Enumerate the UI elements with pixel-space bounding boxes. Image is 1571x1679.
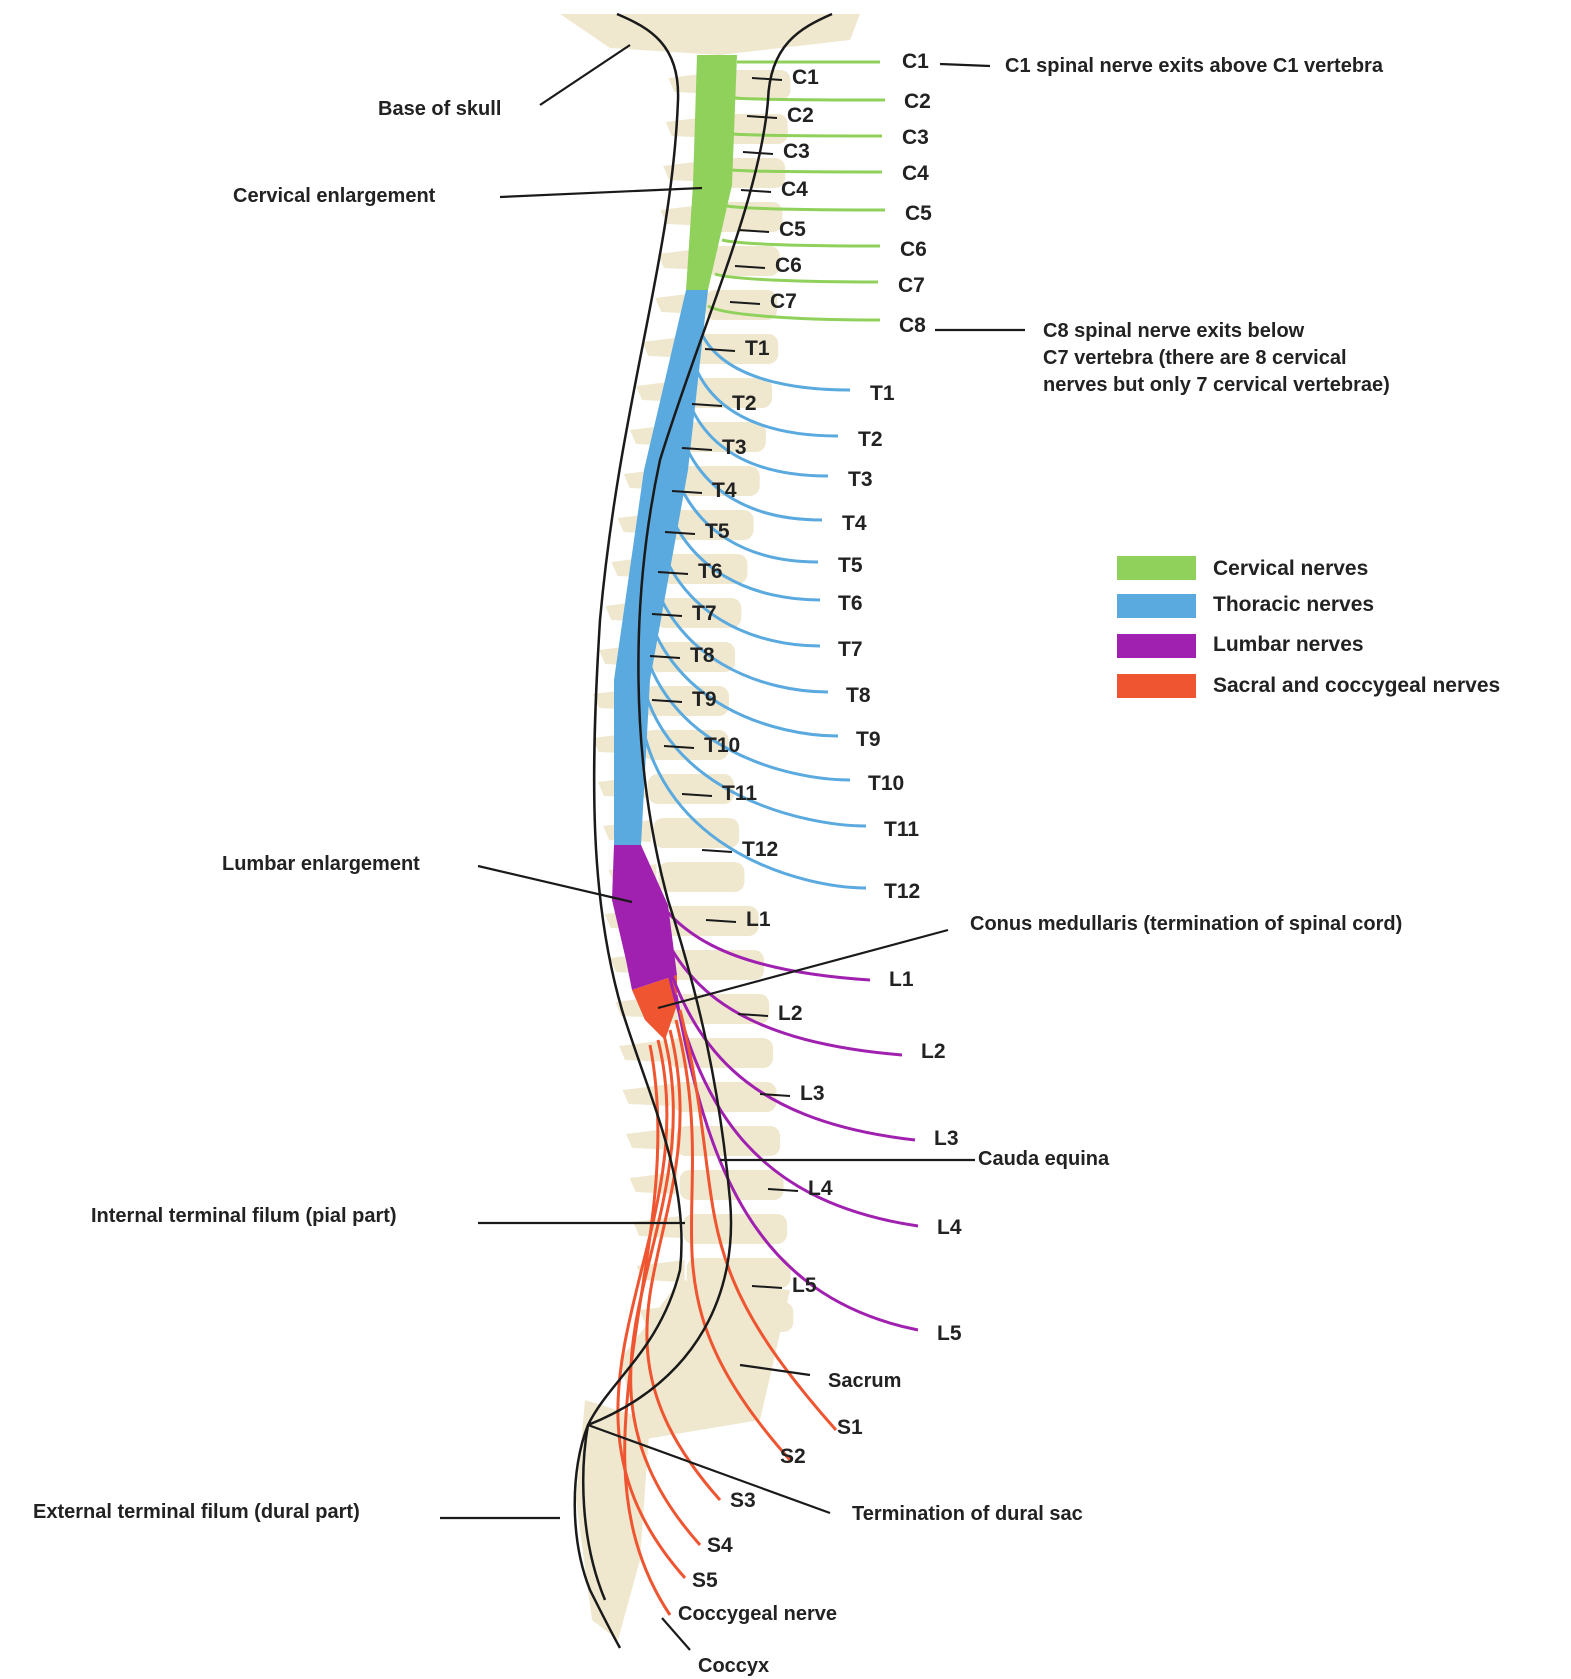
vertebra-tick	[702, 850, 732, 852]
legend-swatch-sacral	[1117, 674, 1196, 698]
vertebra-label-t8: T8	[690, 644, 715, 667]
nerve-c5-cervical	[727, 206, 885, 210]
cauda-equina-label: Cauda equina	[978, 1148, 1110, 1170]
vertebra-label-c5: C5	[779, 218, 806, 241]
skull-base	[560, 14, 860, 55]
nerve-label-t6: T6	[838, 592, 863, 615]
vertebra-label-l5: L5	[792, 1274, 817, 1297]
vertebra-label-t2: T2	[732, 392, 757, 415]
nerve-label-l1: L1	[889, 968, 914, 991]
nerve-label-t5: T5	[838, 554, 863, 577]
vertebra-tick	[743, 152, 773, 154]
nerve-label-c4: C4	[902, 162, 929, 185]
legend-swatch-lumbar	[1117, 634, 1196, 658]
c8-note-line-1: C8 spinal nerve exits below	[1043, 320, 1305, 342]
nerve-label-l5: L5	[937, 1322, 962, 1345]
vertebra-label-t11: T11	[722, 782, 757, 805]
legend-label-sacral: Sacral and coccygeal nerves	[1213, 674, 1500, 697]
nerve-label-l3: L3	[934, 1127, 959, 1150]
vertebra-label-l4: L4	[808, 1177, 833, 1200]
nerve-c4-cervical	[731, 170, 882, 172]
leader-c1-note	[940, 64, 990, 66]
c8-note-line-2: C7 vertebra (there are 8 cervical	[1043, 347, 1347, 369]
nerve-label-t12: T12	[884, 880, 920, 903]
conus-medullaris-label: Conus medullaris (termination of spinal …	[970, 913, 1402, 935]
nerve-label-t1: T1	[870, 382, 895, 405]
vertebral-body	[708, 246, 780, 276]
nerve-label-s1: S1	[837, 1416, 863, 1439]
internal-filum-label: Internal terminal filum (pial part)	[91, 1205, 397, 1227]
vertebra-label-t5: T5	[705, 520, 730, 543]
nerve-label-c6: C6	[900, 238, 927, 261]
sacrum-bone	[620, 1280, 790, 1440]
vertebra-label-t12: T12	[742, 838, 778, 861]
nerve-label-c8: C8	[899, 314, 926, 337]
nerve-label-c5: C5	[905, 202, 932, 225]
vertebra-label-t3: T3	[722, 436, 747, 459]
legend: Cervical nerves Thoracic nerves Lumbar n…	[1117, 556, 1500, 698]
vertebra-label-c4: C4	[781, 178, 808, 201]
vertebra-label-t6: T6	[698, 560, 723, 583]
leader-lumbar-enlargement	[478, 866, 632, 902]
nerve-label-t3: T3	[848, 468, 873, 491]
nerve-label-c1: C1	[902, 50, 929, 73]
vertebral-process	[623, 1084, 671, 1106]
nerve-label-s4: S4	[707, 1534, 733, 1557]
nerve-label-t9: T9	[856, 728, 881, 751]
vertebra-label-c7: C7	[770, 290, 797, 313]
sacrum-label: Sacrum	[828, 1370, 901, 1392]
nerve-label-l2: L2	[921, 1040, 946, 1063]
nerve-label-c3: C3	[902, 126, 929, 149]
legend-label-lumbar: Lumbar nerves	[1213, 633, 1364, 656]
legend-swatch-thoracic	[1117, 594, 1196, 618]
nerve-label-s3: S3	[730, 1489, 756, 1512]
nerve-label-t7: T7	[838, 638, 863, 661]
vertebra-label-l1: L1	[746, 908, 771, 931]
external-filum-label: External terminal filum (dural part)	[33, 1501, 360, 1523]
nerve-label-l4: L4	[937, 1216, 962, 1239]
nerve-label-c2: C2	[904, 90, 931, 113]
nerve-label-s5: S5	[692, 1569, 718, 1592]
coccygeal-nerve-label: Coccygeal nerve	[678, 1603, 837, 1625]
vertebral-body	[683, 1214, 787, 1244]
leader-base-of-skull	[540, 45, 630, 105]
vertebra-label-t1: T1	[745, 337, 770, 360]
nerve-label-t2: T2	[858, 428, 883, 451]
vertebra-label-l2: L2	[778, 1002, 803, 1025]
vertebra-label-l3: L3	[800, 1082, 825, 1105]
coccyx-label: Coccyx	[698, 1655, 769, 1677]
vertebra-label-c6: C6	[775, 254, 802, 277]
legend-swatch-cervical	[1117, 556, 1196, 580]
lumbar-enlargement-label: Lumbar enlargement	[222, 853, 420, 875]
nerve-c2-cervical	[735, 98, 885, 100]
c8-note-line-3: nerves but only 7 cervical vertebrae)	[1043, 374, 1390, 396]
nerve-label-c7: C7	[898, 274, 925, 297]
nerve-label-t4: T4	[842, 512, 867, 535]
nerve-c3-cervical	[733, 134, 882, 136]
termination-dural-sac-label: Termination of dural sac	[852, 1503, 1083, 1525]
c1-note-label: C1 spinal nerve exits above C1 vertebra	[1005, 55, 1384, 77]
nerve-label-t10: T10	[868, 772, 904, 795]
vertebra-tick	[741, 190, 771, 192]
nerve-label-s2: S2	[780, 1445, 806, 1468]
leader-cervical-enlargement	[500, 188, 702, 197]
vertebra-label-c3: C3	[783, 140, 810, 163]
vertebra-label-t10: T10	[704, 734, 740, 757]
vertebra-label-t9: T9	[692, 688, 717, 711]
base-of-skull-label: Base of skull	[378, 98, 501, 120]
cervical-enlargement-label: Cervical enlargement	[233, 185, 436, 207]
nerve-label-t8: T8	[846, 684, 871, 707]
vertebra-label-t4: T4	[712, 479, 737, 502]
vertebra-label-c1: C1	[792, 66, 819, 89]
spinal-cord	[612, 55, 737, 1040]
vertebra-label-t7: T7	[692, 602, 717, 625]
vertebral-body	[658, 862, 744, 892]
legend-label-thoracic: Thoracic nerves	[1213, 593, 1374, 616]
vertebra-label-c2: C2	[787, 104, 814, 127]
legend-label-cervical: Cervical nerves	[1213, 557, 1368, 580]
nerve-label-t11: T11	[884, 818, 919, 841]
